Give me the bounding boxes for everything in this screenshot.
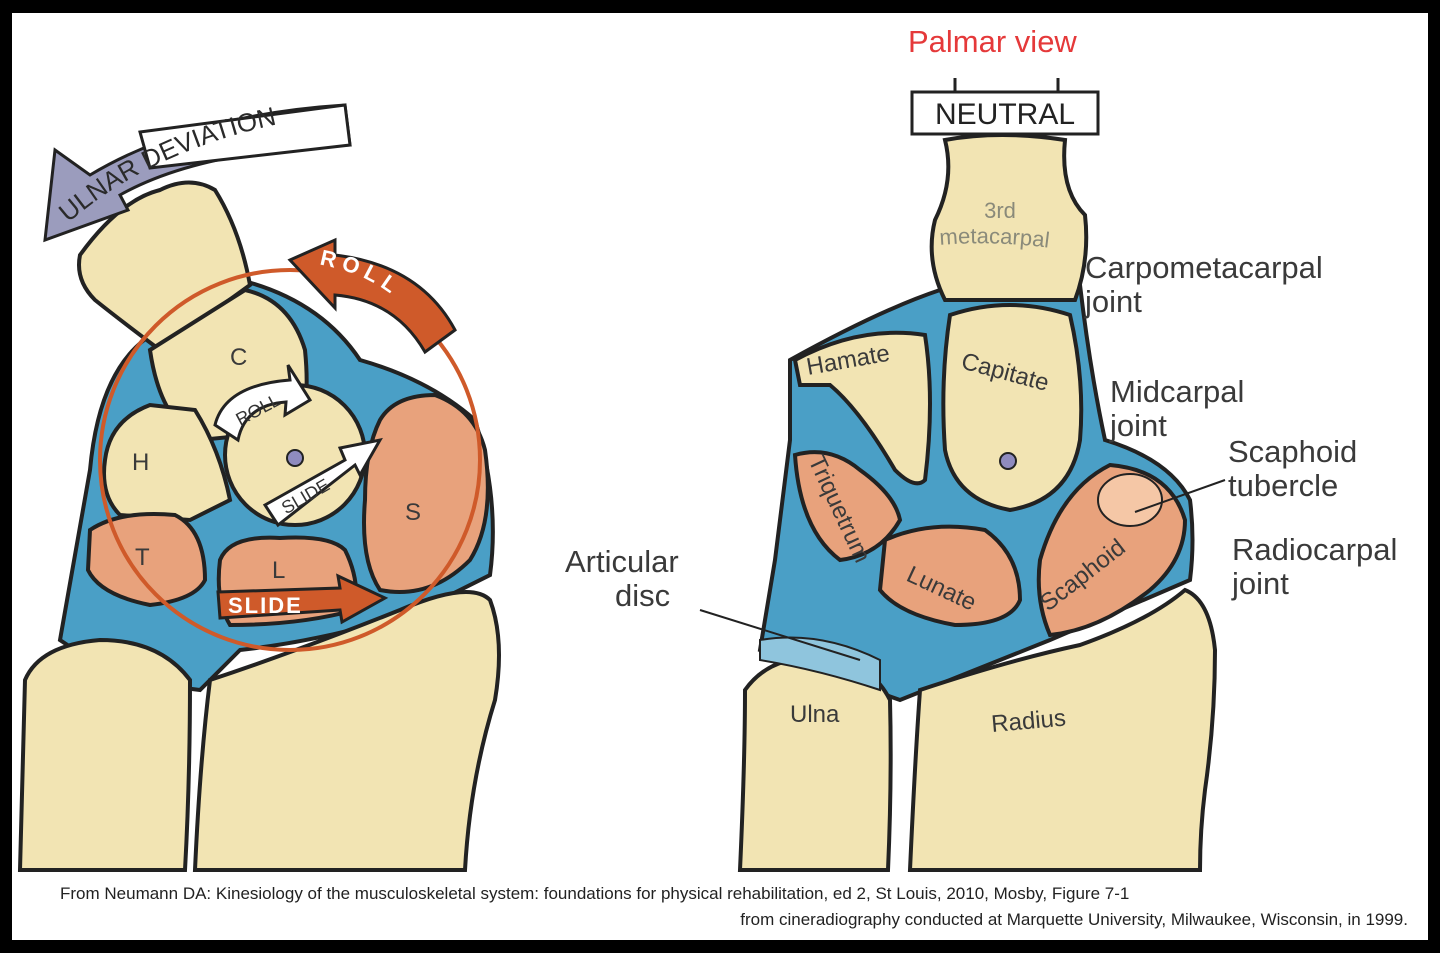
figure-credit-line2: from cineradiography conducted at Marque… [740,910,1408,929]
left-ulna-bone [17,637,193,872]
right-capitate-bone [941,303,1084,513]
right-ulna-bone [737,655,893,872]
radius-label: Radius [990,705,1067,738]
ulna-label: Ulna [790,701,840,728]
left-rotation-circle [98,268,482,652]
right-hamate-bone [792,330,932,486]
metacarpal-label-line2: metacarpal [939,223,1051,252]
scaphoid-tubercle-label-line1: Scaphoid [1228,434,1357,469]
right-wrist-neutral: Palmar view NEUTRAL 3rd metacarpal [565,24,1397,872]
neutral-label: NEUTRAL [935,98,1075,131]
carpometacarpal-label-line1: Carpometacarpal [1085,250,1323,285]
right-metacarpal-bone [929,133,1089,302]
left-capitate-letter: C [230,344,247,371]
scaphoid-tubercle-label-line2: tubercle [1228,468,1338,503]
left-hamate-bone [102,402,233,523]
scaphoid-tubercle-leader [1134,479,1226,513]
lower-slide-arrow: SLIDE [216,573,389,625]
palmar-view-title: Palmar view [908,24,1077,59]
left-triquetrum-letter: T [135,544,150,571]
articular-disc-label-line1: Articular [565,544,679,579]
scaphoid-tubercle [1097,473,1163,527]
articular-disc [759,636,881,692]
lower-slide-label: SLIDE [228,593,303,618]
articular-disc-leader [699,609,861,661]
left-rotation-axis-dot [286,449,304,467]
right-radius-bone [907,587,1218,872]
left-radius-bone [192,590,501,872]
metacarpal-label-line1: 3rd [984,198,1016,223]
midcarpal-label-line1: Midcarpal [1110,374,1244,409]
left-hamate-letter: H [132,449,149,476]
left-scaphoid-bone [362,392,490,594]
right-lunate-bone [877,524,1023,628]
right-triquetrum-bone [792,450,903,563]
figure-credit-line1: From Neumann DA: Kinesiology of the musc… [60,884,1130,903]
left-lunate-letter: L [272,557,285,584]
carpometacarpal-label-line2: joint [1084,284,1142,319]
midcarpal-label-line2: joint [1109,408,1167,443]
radiocarpal-label-line2: joint [1231,566,1289,601]
left-metacarpal-bone [77,180,253,353]
inner-roll-arrow: ROLL [213,364,313,443]
left-wrist-ulnar-deviation: ULNAR DEVIATION ROLL ROLL SLIDE [17,101,501,872]
radiocarpal-label-line1: Radiocarpal [1232,532,1397,567]
right-capitate-axis-dot [999,452,1017,470]
articular-disc-label-line2: disc [615,578,670,613]
left-scaphoid-letter: S [405,499,421,526]
